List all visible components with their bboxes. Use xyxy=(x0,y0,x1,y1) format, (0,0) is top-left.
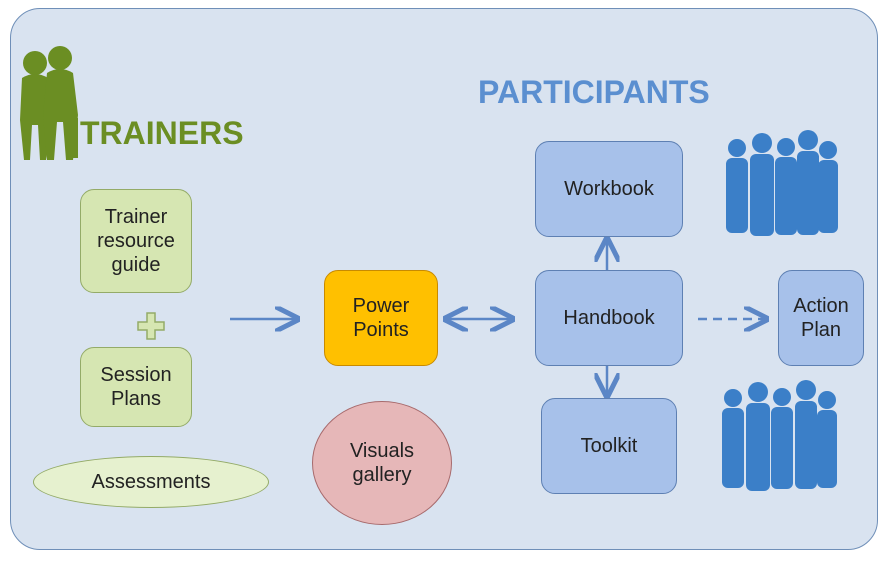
trainers-people-icon xyxy=(20,46,78,160)
node-text-line: Plans xyxy=(110,388,162,410)
node-trainer-resource-guide: Trainer resource guide xyxy=(80,189,192,293)
node-visuals-gallery: Visuals gallery xyxy=(312,401,452,525)
people-group-icon xyxy=(726,130,838,236)
node-power-points: Power Points xyxy=(324,270,438,366)
plus-icon xyxy=(137,312,165,340)
node-text-line: Points xyxy=(353,319,409,341)
node-text-line: Visuals xyxy=(349,440,415,462)
node-text: Assessments xyxy=(91,471,211,493)
node-text-line: resource xyxy=(97,230,175,252)
node-text: Toolkit xyxy=(580,435,638,457)
node-text-line: Plan xyxy=(800,319,842,341)
node-handbook: Handbook xyxy=(535,270,683,366)
node-action-plan: Action Plan xyxy=(778,270,864,366)
node-text-line: gallery xyxy=(352,464,412,486)
node-text-line: Action xyxy=(793,295,849,317)
node-text: Workbook xyxy=(564,178,654,200)
node-text-line: guide xyxy=(111,254,161,276)
node-session-plans: Session Plans xyxy=(80,347,192,427)
node-toolkit: Toolkit xyxy=(541,398,677,494)
node-text-line: Power xyxy=(352,295,410,317)
node-text: Handbook xyxy=(563,307,655,329)
node-workbook: Workbook xyxy=(535,141,683,237)
node-assessments: Assessments xyxy=(33,456,269,508)
people-group-icon xyxy=(722,380,837,491)
trainers-heading: TRAINERS xyxy=(80,115,244,151)
node-text-line: Session xyxy=(100,364,172,386)
node-text-line: Trainer xyxy=(104,206,168,228)
participants-heading: PARTICIPANTS xyxy=(478,74,710,110)
